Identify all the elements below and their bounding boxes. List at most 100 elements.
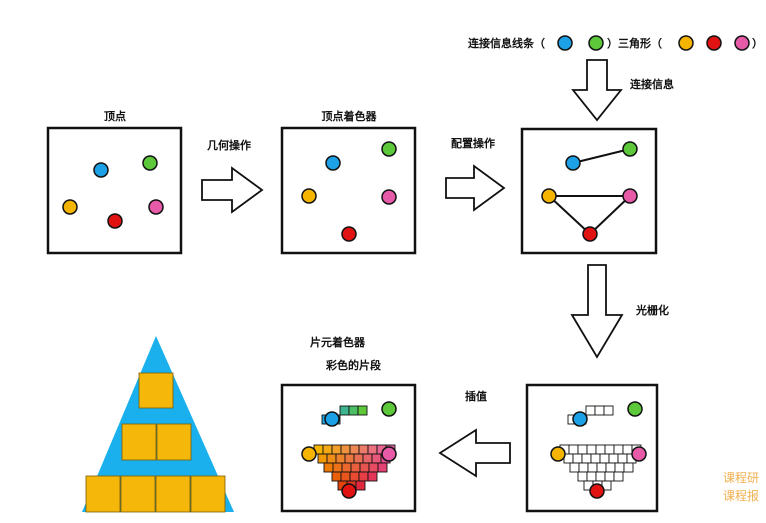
triangle-fragment xyxy=(340,471,351,482)
rs-vertex-pink xyxy=(631,446,647,462)
triangle-fragment xyxy=(344,453,355,464)
triangle-fragment xyxy=(355,480,366,491)
label-geometry-op: 几何操作 xyxy=(207,138,251,152)
watermark-line-1: 课程研 xyxy=(723,471,760,485)
legend-orange-dot xyxy=(678,35,694,51)
triangle-fragment xyxy=(350,462,361,473)
legend-red-dot xyxy=(706,35,722,51)
label-config-op: 配置操作 xyxy=(451,136,495,150)
label-colored-fragments: 彩色的片段 xyxy=(325,358,381,372)
arrow-right-1 xyxy=(201,166,264,214)
vertex-green xyxy=(142,155,158,171)
triangle-fragment xyxy=(341,462,352,473)
line-fragment xyxy=(603,405,614,416)
fs-vertex-red xyxy=(341,483,357,499)
triangle-fragment xyxy=(572,453,583,464)
pa-vertex-blue xyxy=(565,155,581,171)
legend-close-paren: ） xyxy=(752,37,763,50)
vertex-orange xyxy=(62,199,78,215)
vs-vertex-green xyxy=(381,141,397,157)
triangle-fragment xyxy=(578,462,589,473)
triangle-fragment xyxy=(613,471,624,482)
triangle-fragment xyxy=(622,444,633,455)
triangle-fragment xyxy=(614,462,625,473)
raster-fragment-grid xyxy=(559,405,642,491)
triangle-fragment xyxy=(586,471,597,482)
triangle-fragment xyxy=(568,444,579,455)
triangle-fragment xyxy=(317,453,328,464)
legend-green-dot xyxy=(588,35,604,51)
fs-vertex-green xyxy=(381,401,397,417)
triangle-fragment xyxy=(590,453,601,464)
arrow-down-rasterize xyxy=(570,264,624,359)
pyramid-block xyxy=(120,475,156,513)
legend-triangle-label: ）三角形（ xyxy=(607,36,662,50)
arrow-left-interpolate xyxy=(438,428,511,478)
legend-blue-dot xyxy=(557,35,573,51)
triangle-fragment xyxy=(322,444,333,455)
triangle-fragment xyxy=(581,453,592,464)
legend-connect-label: 连接信息线条（ xyxy=(468,36,545,50)
triangle-fragment xyxy=(353,453,364,464)
triangle-fragment xyxy=(340,444,351,455)
triangle-fragment xyxy=(368,462,379,473)
vertex-red xyxy=(107,213,123,229)
pa-vertex-pink xyxy=(622,188,638,204)
vs-vertex-orange xyxy=(301,188,317,204)
triangle-fragment xyxy=(358,471,369,482)
label-fragment-shader: 片元着色器 xyxy=(310,335,366,349)
rs-vertex-orange xyxy=(550,446,566,462)
triangle-fragment xyxy=(586,444,597,455)
triangle-fragment xyxy=(349,444,360,455)
triangle-fragment xyxy=(587,462,598,473)
triangle-fragment xyxy=(577,471,588,482)
triangle-fragment xyxy=(613,444,624,455)
pyramid-block xyxy=(155,475,191,513)
pyramid-block xyxy=(156,423,192,461)
triangle-fragment xyxy=(323,462,334,473)
fs-vertex-orange xyxy=(301,446,317,462)
label-vertex-shader: 顶点着色器 xyxy=(322,109,378,123)
triangle-fragment xyxy=(596,462,607,473)
pyramid-block xyxy=(85,475,121,513)
line-fragment xyxy=(357,405,368,416)
triangle-fragment xyxy=(332,462,343,473)
triangle-fragment xyxy=(331,471,342,482)
label-rasterize: 光栅化 xyxy=(635,303,669,317)
vs-vertex-pink xyxy=(381,189,397,205)
pa-vertex-orange xyxy=(541,188,557,204)
triangle-fragment xyxy=(595,471,606,482)
pyramid-block xyxy=(121,423,157,461)
triangle-fragment xyxy=(623,462,634,473)
triangle-outline xyxy=(546,195,633,236)
connect-line xyxy=(572,148,631,164)
triangle-fragment xyxy=(604,444,615,455)
rs-vertex-blue xyxy=(572,411,588,427)
triangle-fragment xyxy=(377,462,388,473)
triangle-fragment xyxy=(359,462,370,473)
triangle-fragment xyxy=(358,444,369,455)
line-fragment xyxy=(585,405,596,416)
triangle-fragment xyxy=(367,471,378,482)
rs-vertex-red xyxy=(589,483,605,499)
triangle-fragment xyxy=(595,444,606,455)
line-fragment xyxy=(339,405,350,416)
vertex-pink xyxy=(148,199,164,215)
triangle-fragment xyxy=(605,462,616,473)
fs-vertex-blue xyxy=(324,411,340,427)
triangle-fragment xyxy=(331,444,342,455)
rs-vertex-green xyxy=(627,401,643,417)
triangle-fragment xyxy=(577,444,588,455)
line-fragment xyxy=(594,405,605,416)
triangle-fragment xyxy=(362,453,373,464)
arrow-down-connect xyxy=(571,59,623,122)
triangle-fragment xyxy=(604,471,615,482)
pyramid-block xyxy=(190,475,226,513)
arrow-right-2 xyxy=(445,164,506,212)
triangle-fragment xyxy=(371,453,382,464)
label-vertices: 顶点 xyxy=(104,109,126,123)
watermark-line-2: 课程报 xyxy=(723,489,760,503)
legend-pink-dot xyxy=(734,35,750,51)
triangle-fragment xyxy=(617,453,628,464)
